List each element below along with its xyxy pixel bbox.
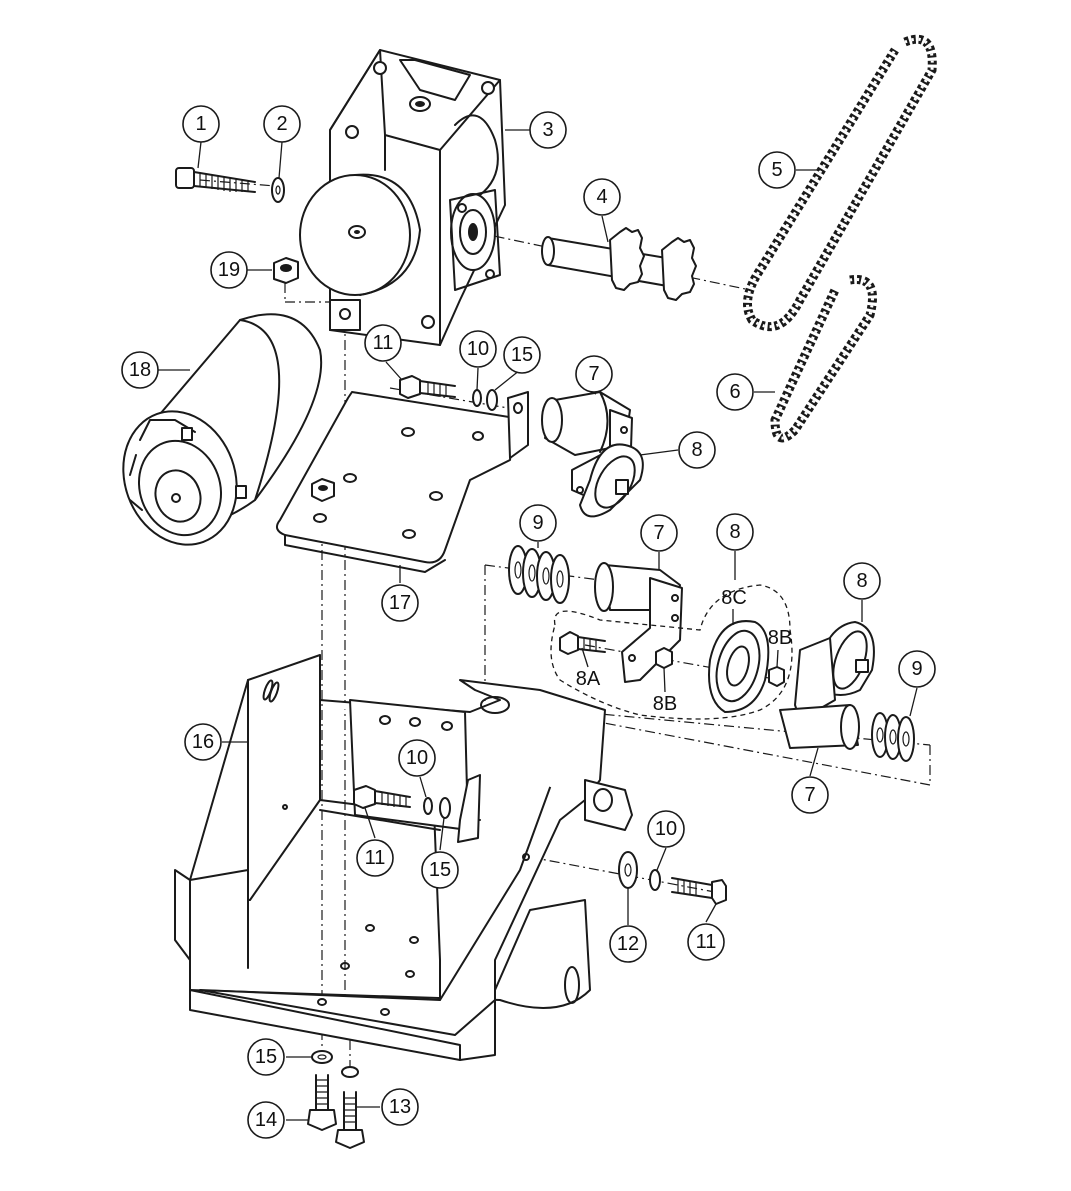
callout-15-inner: 15 xyxy=(421,851,459,889)
spring-part-9-right xyxy=(871,712,915,762)
svg-text:16: 16 xyxy=(192,731,214,753)
svg-text:17: 17 xyxy=(389,592,411,614)
svg-text:2: 2 xyxy=(276,113,287,135)
svg-text:5: 5 xyxy=(771,159,782,181)
svg-text:9: 9 xyxy=(911,658,922,680)
callout-10-right: 10 xyxy=(647,810,685,848)
svg-text:7: 7 xyxy=(653,522,664,544)
callout-10-inner: 10 xyxy=(398,739,436,777)
label-8B-left: 8B xyxy=(653,693,677,715)
callout-12: 12 xyxy=(609,925,647,963)
callout-15-top: 15 xyxy=(503,336,541,374)
plate-part-17 xyxy=(275,391,529,573)
callout-7-upper: 7 xyxy=(575,355,613,393)
bolt-set-top xyxy=(399,375,498,411)
callout-16: 16 xyxy=(184,723,222,761)
callout-11-top: 11 xyxy=(364,324,402,362)
tensioner-arm-mid xyxy=(594,562,683,683)
motor-part-18 xyxy=(122,313,323,546)
callout-17: 17 xyxy=(381,584,419,622)
svg-text:11: 11 xyxy=(373,332,394,354)
callout-11-inner: 11 xyxy=(356,839,394,877)
svg-text:3: 3 xyxy=(542,119,553,141)
svg-text:11: 11 xyxy=(365,847,386,869)
spring-part-9-upper xyxy=(508,545,570,604)
svg-text:13: 13 xyxy=(389,1096,411,1118)
callout-9-right: 9 xyxy=(898,650,936,688)
sprocket-shaft-part-4 xyxy=(541,227,697,301)
callout-15-bottom: 15 xyxy=(247,1038,285,1076)
svg-text:1: 1 xyxy=(195,113,206,135)
leader-8B-right xyxy=(776,649,779,668)
svg-text:7: 7 xyxy=(804,784,815,806)
callout-2: 2 xyxy=(263,105,301,143)
bolt-set-bottom xyxy=(307,1050,365,1149)
washer-part-2 xyxy=(271,177,285,203)
svg-text:19: 19 xyxy=(218,259,240,281)
gearbox-part-3 xyxy=(299,49,506,346)
svg-text:10: 10 xyxy=(406,747,428,769)
callout-9-upper: 9 xyxy=(519,504,557,542)
chain-part-6 xyxy=(770,274,877,443)
label-8C: 8C xyxy=(721,587,747,609)
svg-text:15: 15 xyxy=(429,859,451,881)
svg-text:18: 18 xyxy=(129,359,151,381)
svg-text:8: 8 xyxy=(729,521,740,543)
svg-text:9: 9 xyxy=(532,512,543,534)
nut-part-19 xyxy=(273,257,299,284)
callout-8-right: 8 xyxy=(843,562,881,600)
callout-10-top: 10 xyxy=(459,330,497,368)
tensioner-arm-right xyxy=(779,621,875,750)
callout-18: 18 xyxy=(121,351,159,389)
base-frame-part-16 xyxy=(174,654,633,1061)
callout-3: 3 xyxy=(529,111,567,149)
bolt-set-inner xyxy=(353,774,481,843)
svg-text:10: 10 xyxy=(655,818,677,840)
callout-13: 13 xyxy=(381,1088,419,1126)
svg-text:6: 6 xyxy=(729,381,740,403)
svg-text:8: 8 xyxy=(856,570,867,592)
callout-7-right: 7 xyxy=(791,776,829,814)
svg-text:12: 12 xyxy=(617,933,639,955)
bolt-part-1 xyxy=(175,167,256,193)
svg-text:14: 14 xyxy=(255,1109,277,1131)
svg-text:11: 11 xyxy=(696,931,717,953)
leader-8B-left xyxy=(663,667,666,693)
callout-8-mid: 8 xyxy=(716,513,754,551)
callout-11-right: 11 xyxy=(687,923,725,961)
bolt-set-right xyxy=(618,851,727,905)
chain-part-5 xyxy=(743,34,937,332)
svg-text:8: 8 xyxy=(691,439,702,461)
tensioner-arm-upper xyxy=(541,391,644,518)
leader-8A xyxy=(581,647,589,668)
callout-6: 6 xyxy=(716,373,754,411)
callout-19: 19 xyxy=(210,251,248,289)
callout-8-upper: 8 xyxy=(678,431,716,469)
label-8A: 8A xyxy=(576,668,601,690)
svg-text:10: 10 xyxy=(467,338,489,360)
label-8B-right: 8B xyxy=(768,627,792,649)
svg-text:4: 4 xyxy=(596,186,607,208)
callout-1: 1 xyxy=(182,105,220,143)
callout-14: 14 xyxy=(247,1101,285,1139)
callout-4: 4 xyxy=(583,178,621,216)
svg-text:15: 15 xyxy=(255,1046,277,1068)
callout-7-mid: 7 xyxy=(640,514,678,552)
callout-5: 5 xyxy=(758,151,796,189)
svg-text:7: 7 xyxy=(588,363,599,385)
svg-text:15: 15 xyxy=(511,344,533,366)
